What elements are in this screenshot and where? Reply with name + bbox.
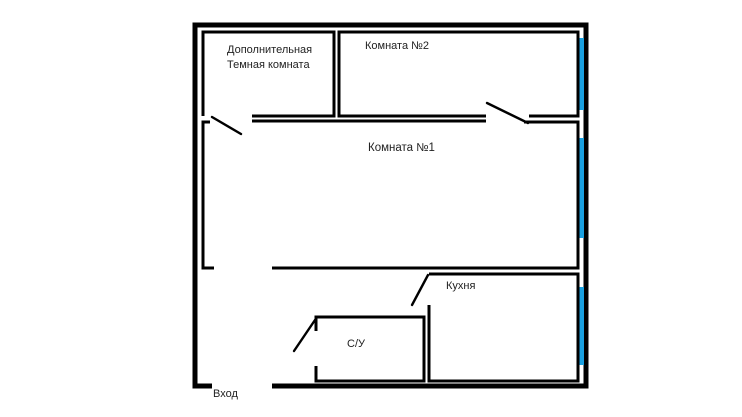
door-kitchen (410, 273, 430, 307)
wall-room1 (201, 120, 214, 270)
window-room2 (578, 38, 584, 110)
wall-extra-room (201, 30, 336, 118)
wall-kitchen (427, 272, 580, 383)
door-room2 (485, 101, 530, 125)
window-kitchen (578, 287, 584, 365)
label-room2: Комната №2 (365, 40, 429, 52)
label-entrance: Вход (213, 388, 238, 400)
label-room1: Комната №1 (368, 142, 435, 154)
label-extra-room-line1: Дополнительная (227, 44, 312, 56)
wall-bathroom (314, 315, 426, 383)
wall-room2 (337, 30, 580, 118)
label-extra-room-line2: Темная комната (227, 59, 310, 71)
window-room1 (578, 138, 584, 238)
label-bathroom: С/У (347, 338, 366, 350)
door-bathroom (292, 318, 317, 353)
door-extra-room (210, 115, 243, 136)
label-kitchen: Кухня (446, 280, 475, 292)
outer-wall (192, 22, 589, 389)
wall-room1-right (272, 120, 580, 270)
